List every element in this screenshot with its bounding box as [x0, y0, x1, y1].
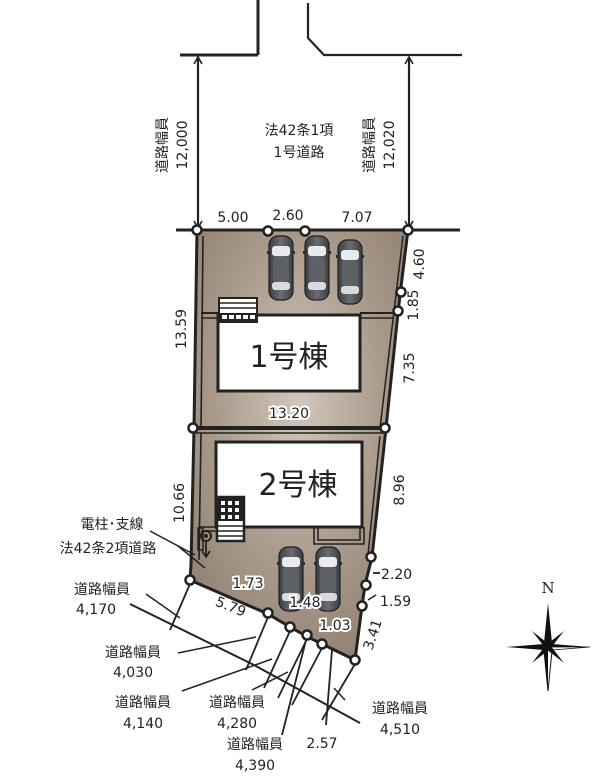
- road-width-value: 12,020: [382, 121, 398, 170]
- svg-text:4,510: 4,510: [380, 722, 420, 738]
- top-road-width-left: 道路幅員 12,000: [155, 117, 191, 173]
- svg-text:4,140: 4,140: [123, 716, 163, 732]
- dim-bottom-1: 1.73: [232, 576, 263, 592]
- svg-text:道路幅員: 道路幅員: [372, 701, 428, 717]
- top-road-type-line2: 1号道路: [274, 145, 325, 161]
- dim-right-b1: 2.20: [381, 567, 412, 583]
- utility-pole-label: 電柱･支線: [81, 517, 144, 533]
- boundary-markers: [184, 224, 414, 666]
- side-road-width-6: 道路幅員 4,510: [372, 701, 428, 738]
- utility-pole-icon: [197, 527, 212, 559]
- compass-north-label: N: [541, 579, 554, 597]
- dim-right-top: 4.60: [412, 248, 428, 279]
- parking-cars-lot-1: [266, 235, 365, 305]
- entrance-steps-2: [215, 495, 246, 543]
- road-width-value: 12,000: [175, 121, 191, 170]
- svg-text:4,390: 4,390: [235, 758, 275, 774]
- svg-text:道路幅員: 道路幅員: [115, 695, 171, 711]
- entrance-steps-1: [218, 297, 258, 323]
- road-width-label: 道路幅員: [155, 117, 171, 173]
- svg-text:4,030: 4,030: [113, 665, 153, 681]
- svg-text:道路幅員: 道路幅員: [74, 582, 130, 598]
- dim-right-lower: 8.96: [392, 474, 408, 505]
- top-road-type-line1: 法42条1項: [265, 122, 334, 139]
- dim-right-b3: 3.41: [361, 617, 386, 652]
- dim-divider: 13.20: [269, 406, 309, 422]
- svg-text:道路幅員: 道路幅員: [209, 695, 265, 711]
- dim-front-right: 7.07: [341, 210, 372, 226]
- dim-front-mid: 2.60: [272, 208, 303, 224]
- side-road-width-4: 道路幅員 4,280: [209, 695, 265, 732]
- dim-right-b2: 1.59: [380, 594, 411, 610]
- building-1[interactable]: 1号棟: [216, 313, 362, 393]
- dim-right-upper: 7.35: [402, 352, 418, 383]
- dim-left-lower: 10.66: [172, 483, 188, 523]
- dim-bottom-4: 2.57: [306, 736, 337, 752]
- dim-left-upper: 13.59: [174, 309, 190, 349]
- svg-text:道路幅員: 道路幅員: [105, 645, 161, 661]
- dim-bottom-3: 1.03: [319, 618, 350, 634]
- building-2-label: 2号棟: [258, 468, 337, 503]
- road-width-arrows: [193, 55, 414, 230]
- svg-text:4,170: 4,170: [76, 602, 116, 618]
- side-road-width-1: 道路幅員 4,170: [74, 582, 130, 618]
- side-road-width-2: 道路幅員 4,030: [105, 645, 161, 681]
- building-1-label: 1号棟: [249, 340, 328, 375]
- dim-front-left: 5.00: [217, 210, 248, 226]
- dim-right-top2: 1.85: [406, 289, 422, 320]
- road-width-label: 道路幅員: [362, 117, 378, 173]
- svg-text:4,280: 4,280: [217, 716, 257, 732]
- side-road-width-3: 道路幅員 4,140: [115, 695, 171, 732]
- top-road-outline: [176, 0, 462, 232]
- svg-text:道路幅員: 道路幅員: [227, 737, 283, 753]
- side-road-width-lines: [129, 530, 361, 736]
- north-compass-icon: N: [506, 579, 591, 692]
- side-road-type-label: 法42条2項道路: [60, 540, 157, 557]
- top-road-width-right: 道路幅員 12,020: [362, 117, 398, 173]
- side-road-width-5: 道路幅員 4,390: [227, 737, 283, 774]
- dim-bottom-2: 1.48: [289, 595, 320, 611]
